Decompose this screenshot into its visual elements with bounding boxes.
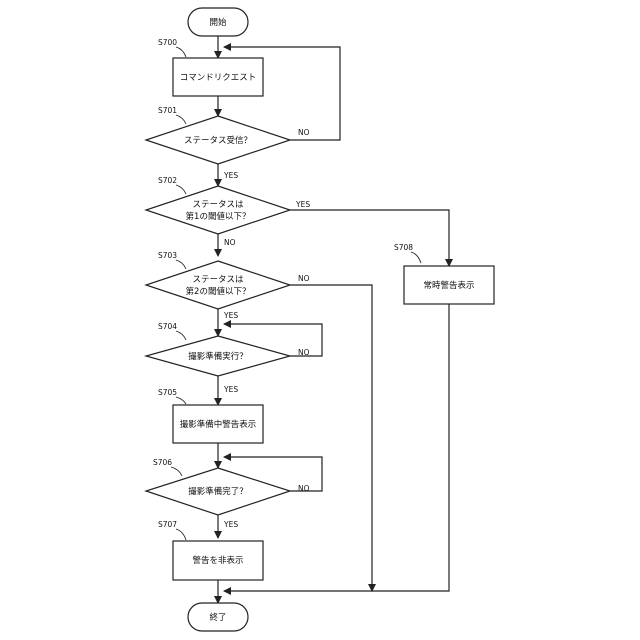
step-s706-no-label: NO [298, 484, 310, 493]
step-s707-leader [176, 529, 186, 540]
arrow-s702-yes-to-s708 [290, 210, 449, 266]
step-s706: 撮影準備完了？ S706 NO YES [146, 458, 310, 529]
step-s707-text: 警告を非表示 [192, 555, 243, 566]
end-terminal-label: 終了 [209, 612, 226, 623]
step-s701-no-label: NO [298, 128, 310, 137]
step-s704: 撮影準備実行？ S704 NO YES [146, 322, 310, 394]
step-s704-text: 撮影準備実行？ [188, 351, 248, 362]
step-s707-id: S707 [158, 520, 177, 529]
connectors [218, 36, 449, 603]
step-s708: 常時警告表示 S708 [394, 243, 494, 304]
step-s704-leader [176, 331, 186, 340]
step-s705-leader [176, 397, 186, 404]
step-s702-id: S702 [158, 176, 177, 185]
step-s704-yes-label: YES [223, 385, 238, 394]
step-s702-text-line1: ステータスは [192, 200, 244, 210]
step-s703-yes-label: YES [223, 311, 238, 320]
arrow-s703-no-to-merge [290, 285, 372, 591]
step-s703-diamond [146, 261, 290, 309]
step-s708-text: 常時警告表示 [423, 280, 474, 291]
step-s705-id: S705 [158, 388, 177, 397]
step-s702-leader [176, 185, 186, 194]
step-s703-text-line1: ステータスは [192, 275, 244, 285]
step-s705: 撮影準備中警告表示 S705 [158, 388, 263, 443]
step-s703-id: S703 [158, 251, 177, 260]
step-s708-leader [411, 252, 421, 263]
step-s701: ステータス受信？ S701 NO YES [146, 106, 310, 180]
step-s706-id: S706 [153, 458, 172, 467]
step-s701-leader [176, 115, 186, 124]
step-s706-yes-label: YES [223, 520, 238, 529]
step-s704-id: S704 [158, 322, 177, 331]
step-s701-text: ステータス受信？ [184, 135, 252, 146]
start-terminal-label: 開始 [209, 17, 227, 28]
step-s700-leader [176, 47, 186, 57]
step-s707: 警告を非表示 S707 [158, 520, 263, 580]
step-s708-id: S708 [394, 243, 413, 252]
step-s703-text-line2: 第2の閾値以下？ [186, 286, 251, 297]
step-s700-id: S700 [158, 38, 177, 47]
step-s706-leader [171, 467, 182, 476]
step-s703: ステータスは 第2の閾値以下？ S703 NO YES [146, 251, 310, 320]
step-s702: ステータスは 第1の閾値以下？ S702 YES NO [146, 176, 310, 247]
step-s702-yes-label: YES [295, 200, 310, 209]
end-terminal: 終了 [188, 603, 248, 631]
step-s702-diamond [146, 186, 290, 234]
step-s701-yes-label: YES [223, 171, 238, 180]
step-s704-no-label: NO [298, 348, 310, 357]
step-s706-text: 撮影準備完了？ [188, 486, 248, 497]
step-s705-text: 撮影準備中警告表示 [180, 419, 257, 430]
step-s701-id: S701 [158, 106, 177, 115]
step-s703-no-label: NO [298, 274, 310, 283]
start-terminal: 開始 [188, 8, 248, 36]
step-s703-leader [176, 260, 186, 269]
step-s700-text: コマンドリクエスト [180, 73, 257, 83]
step-s702-no-label: NO [224, 238, 236, 247]
step-s702-text-line2: 第1の閾値以下？ [186, 211, 251, 222]
